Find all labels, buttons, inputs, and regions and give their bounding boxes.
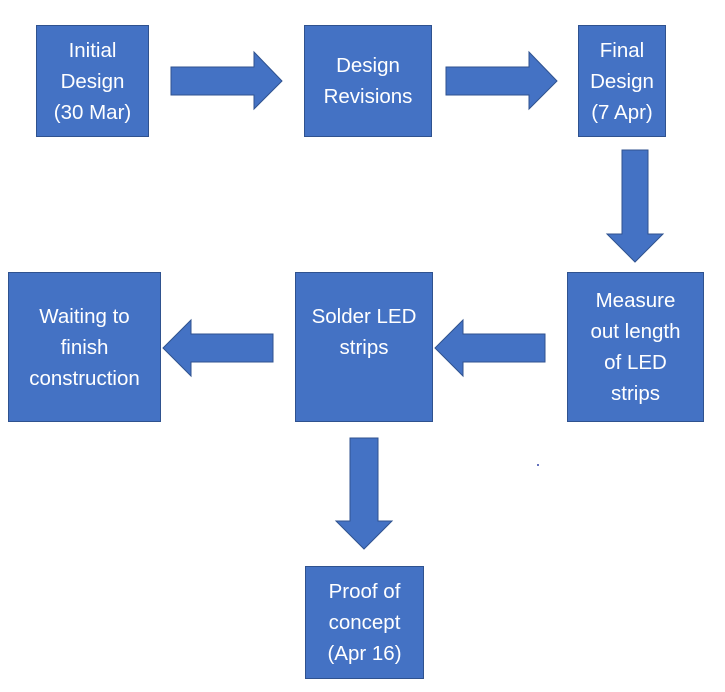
arrow-left-1: [434, 318, 546, 378]
step-final-design: Final Design (7 Apr): [578, 25, 666, 137]
arrow-down-1: [605, 149, 665, 263]
stray-dot: [537, 464, 539, 466]
step-initial-design: Initial Design (30 Mar): [36, 25, 149, 137]
step-waiting: Waiting to finish construction: [8, 272, 161, 422]
step-solder-led: Solder LED strips: [295, 272, 433, 422]
arrow-right-2: [445, 50, 558, 111]
arrow-left-2: [162, 318, 274, 378]
arrow-down-2: [334, 437, 394, 550]
arrow-right-1: [170, 50, 283, 111]
step-proof-of-concept: Proof of concept (Apr 16): [305, 566, 424, 679]
step-measure-led: Measure out length of LED strips: [567, 272, 704, 422]
step-design-revisions: Design Revisions: [304, 25, 432, 137]
